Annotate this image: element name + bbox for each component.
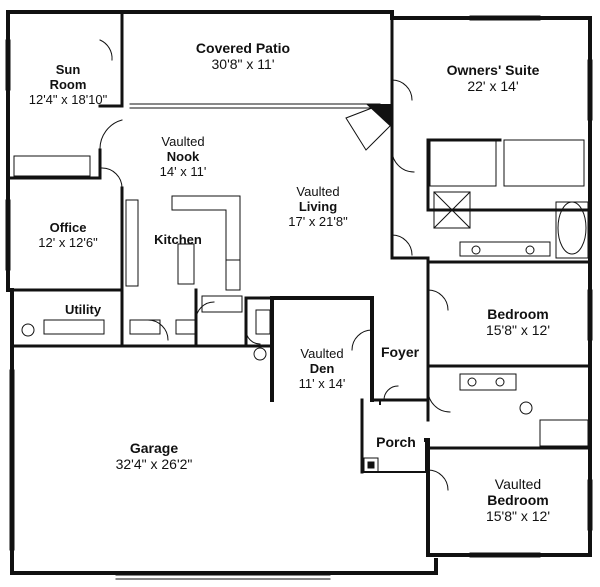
room-name: Porch xyxy=(376,434,416,450)
room-dims: 15'8" x 12' xyxy=(485,508,551,524)
room-name: Sun xyxy=(55,62,81,77)
room-name: Foyer xyxy=(380,344,420,360)
room-porch: Porch xyxy=(366,434,426,450)
room-name: Covered Patio xyxy=(195,40,291,56)
room-bedroom-2: Vaulted Bedroom 15'8" x 12' xyxy=(458,476,578,524)
windows xyxy=(5,15,593,558)
room-kitchen: Kitchen xyxy=(138,232,218,247)
room-sun-room: Sun Room 12'4" x 18'10" xyxy=(18,62,118,107)
room-qualifier: Vaulted xyxy=(161,134,205,149)
garage-door xyxy=(115,574,331,580)
room-dims: 30'8" x 11' xyxy=(211,56,275,72)
room-qualifier: Vaulted xyxy=(494,476,542,492)
fixtures xyxy=(13,107,589,473)
room-living: Vaulted Living 17' x 21'8" xyxy=(268,184,368,229)
exterior-walls xyxy=(6,10,592,575)
room-office: Office 12' x 12'6" xyxy=(18,220,118,250)
porch-edge xyxy=(361,399,427,473)
room-dims: 12' x 12'6" xyxy=(38,235,98,250)
room-name: Owners' Suite xyxy=(446,62,540,78)
room-name: Garage xyxy=(129,440,179,456)
room-foyer: Foyer xyxy=(370,344,430,360)
room-den: Vaulted Den 11' x 14' xyxy=(282,346,362,391)
room-name: Living xyxy=(298,199,338,214)
room-garage: Garage 32'4" x 26'2" xyxy=(94,440,214,472)
room-nook: Vaulted Nook 14' x 11' xyxy=(138,134,228,179)
room-name: Bedroom xyxy=(487,306,549,322)
room-utility: Utility xyxy=(48,302,118,317)
room-name: Den xyxy=(309,361,335,376)
room-dims: 22' x 14' xyxy=(467,78,519,94)
room-bedroom-1: Bedroom 15'8" x 12' xyxy=(458,306,578,338)
room-qualifier: Vaulted xyxy=(296,184,340,199)
room-covered-patio: Covered Patio 30'8" x 11' xyxy=(168,40,318,72)
room-dims: 11' x 14' xyxy=(298,376,346,391)
room-name: Room xyxy=(49,77,87,92)
room-dims: 14' x 11' xyxy=(159,164,207,179)
room-name: Bedroom xyxy=(487,492,549,508)
room-name: Utility xyxy=(64,302,102,317)
room-name: Office xyxy=(49,220,87,235)
room-name: Kitchen xyxy=(154,232,202,247)
room-name: Nook xyxy=(166,149,200,164)
room-dims: 15'8" x 12' xyxy=(485,322,551,338)
room-dims: 12'4" x 18'10" xyxy=(28,92,108,107)
room-qualifier: Vaulted xyxy=(300,346,344,361)
room-owners-suite: Owners' Suite 22' x 14' xyxy=(418,62,568,94)
fireplace-icon xyxy=(366,104,392,128)
room-dims: 17' x 21'8" xyxy=(288,214,348,229)
room-dims: 32'4" x 26'2" xyxy=(115,456,193,472)
